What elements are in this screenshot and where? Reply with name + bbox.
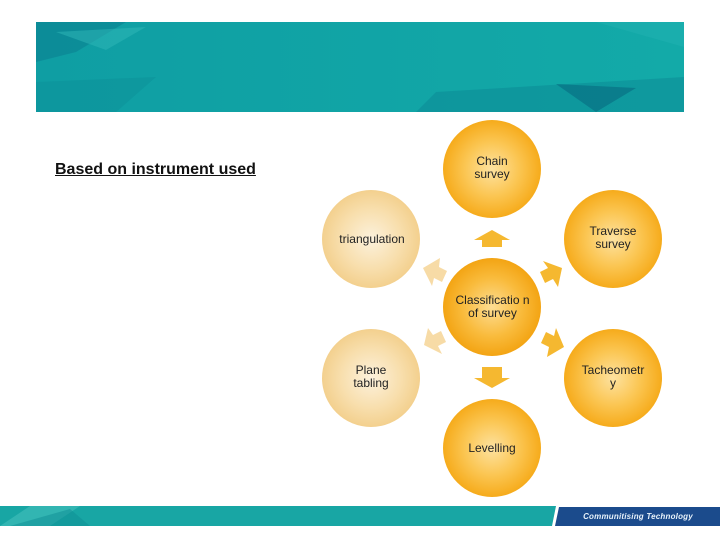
- label-tacheometry: Tacheometr y: [581, 363, 645, 390]
- node-levelling: [443, 399, 541, 497]
- arrow-to-plane-tabling: [424, 328, 446, 354]
- node-plane-tabling: [322, 329, 420, 427]
- node-triangulation: [322, 190, 420, 288]
- label-center-classification: Classificatio n of survey: [455, 293, 530, 320]
- node-traverse-survey: [564, 190, 662, 288]
- arrow-to-traverse: [540, 261, 562, 287]
- label-levelling: Levelling: [468, 440, 516, 455]
- node-tacheometry: [564, 329, 662, 427]
- label-chain-survey: Chain survey: [474, 154, 510, 181]
- label-triangulation: triangulation: [339, 231, 405, 246]
- label-plane-tabling: Plane tabling: [353, 363, 389, 390]
- arrow-to-levelling: [474, 367, 510, 388]
- label-traverse-survey: Traverse survey: [589, 224, 637, 251]
- node-center-classification: [443, 258, 541, 356]
- footer-tagline: Communitising Technology: [583, 512, 693, 521]
- node-chain-survey: [443, 120, 541, 218]
- footer-bar: [0, 506, 720, 526]
- arrow-to-triangulation: [423, 258, 447, 286]
- arrow-to-tacheometry: [541, 328, 564, 357]
- arrow-to-chain: [474, 230, 510, 247]
- slide-heading: Based on instrument used: [55, 161, 256, 178]
- header-banner: [36, 22, 684, 112]
